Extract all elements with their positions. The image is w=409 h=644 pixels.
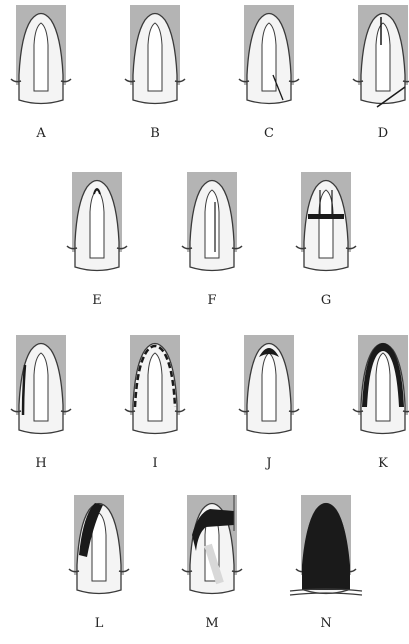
panel-a: A: [11, 5, 71, 141]
panel-label: I: [152, 456, 157, 471]
inner-canal: [262, 23, 276, 91]
inner-canal: [34, 353, 48, 421]
inner-canal: [262, 353, 276, 421]
panel-g: G: [296, 172, 356, 308]
panel-label: A: [35, 126, 46, 141]
panel-label: K: [378, 456, 388, 471]
panel-k: K: [353, 335, 409, 471]
panel-label: L: [95, 616, 104, 631]
panel-label: F: [207, 293, 216, 308]
inner-canal: [148, 23, 162, 91]
inner-canal: [376, 23, 390, 91]
panels-group: A B C D E F G H I J K L M N: [11, 5, 409, 631]
panel-label: H: [35, 456, 46, 471]
panel-l: L: [69, 495, 129, 631]
inner-canal: [34, 23, 48, 91]
panel-n: N: [290, 495, 362, 631]
panel-label: B: [150, 126, 160, 141]
panel-m: M: [182, 495, 242, 631]
panel-label: G: [321, 293, 331, 308]
panel-f: F: [182, 172, 242, 308]
inner-canal: [319, 190, 333, 258]
panel-b: B: [125, 5, 185, 141]
panel-label: E: [92, 293, 102, 308]
inner-canal: [376, 353, 390, 421]
inner-canal: [90, 190, 104, 258]
inner-canal: [205, 190, 219, 258]
panel-label: D: [378, 126, 388, 141]
panel-c: C: [239, 5, 299, 141]
panel-j: J: [239, 335, 299, 471]
panel-d: D: [353, 5, 409, 141]
panel-h: H: [11, 335, 71, 471]
panel-label: M: [205, 616, 218, 631]
panel-i: I: [125, 335, 185, 471]
dark-band: [308, 214, 344, 219]
inner-canal: [148, 353, 162, 421]
panel-e: E: [67, 172, 127, 308]
panel-label: N: [320, 616, 331, 631]
panel-label: J: [264, 456, 271, 471]
panel-label: C: [264, 126, 274, 141]
